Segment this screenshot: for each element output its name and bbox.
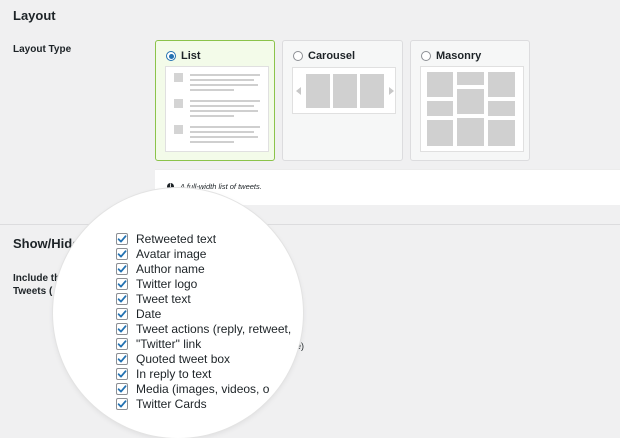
checkbox-label: Tweet actions (reply, retweet, (136, 322, 292, 336)
checkbox[interactable] (116, 398, 128, 410)
masonry-preview (420, 66, 524, 152)
checkbox-label: Tweet text (136, 292, 191, 306)
checkbox[interactable] (116, 263, 128, 275)
checkbox-label: "Twitter" link (136, 337, 202, 351)
carousel-option-label: Carousel (308, 50, 356, 62)
carousel-preview (292, 67, 396, 114)
checkbox-row[interactable]: Date (116, 307, 161, 321)
checkmark-icon (117, 249, 127, 259)
arrow-right-icon (389, 87, 394, 95)
layout-option-masonry[interactable]: Masonry (410, 40, 530, 161)
checkbox[interactable] (116, 278, 128, 290)
masonry-option-label: Masonry (436, 50, 482, 62)
checkbox-label: Date (136, 307, 162, 321)
checkbox[interactable] (116, 308, 128, 320)
checkbox[interactable] (116, 293, 128, 305)
checkbox-label: Media (images, videos, o (136, 382, 270, 396)
checkbox-row[interactable]: Quoted tweet box (116, 352, 230, 366)
checkbox[interactable] (116, 248, 128, 260)
info-icon: i (167, 183, 174, 190)
magnifier-overlay (53, 188, 303, 438)
checkmark-icon (117, 279, 127, 289)
layout-type-label: Layout Type (13, 44, 72, 55)
layout-description: i A full-width list of tweets. (155, 169, 620, 205)
layout-description-text: A full-width list of tweets. (180, 182, 262, 191)
checkbox-row[interactable]: Tweet actions (reply, retweet, (116, 322, 291, 336)
checkbox-row[interactable]: Twitter Cards (116, 397, 207, 411)
checkbox[interactable] (116, 233, 128, 245)
checkbox-label: Twitter Cards (136, 397, 207, 411)
checkmark-icon (117, 324, 127, 334)
checkbox-row[interactable]: Retweeted text (116, 232, 216, 246)
checkbox-row[interactable]: Media (images, videos, o (116, 382, 269, 396)
checkbox-row[interactable]: Tweet text (116, 292, 191, 306)
checkmark-icon (117, 384, 127, 394)
arrow-left-icon (296, 87, 301, 95)
checkmark-icon (117, 369, 127, 379)
carousel-radio[interactable] (293, 51, 303, 61)
checkmark-icon (117, 309, 127, 319)
checkbox-row[interactable]: Twitter logo (116, 277, 197, 291)
list-preview (165, 66, 269, 152)
checkbox[interactable] (116, 383, 128, 395)
checkbox-row[interactable]: In reply to text (116, 367, 211, 381)
checkbox-label: Avatar image (136, 247, 207, 261)
checkmark-icon (117, 399, 127, 409)
checkmark-icon (117, 339, 127, 349)
list-option-label: List (181, 50, 201, 62)
layout-option-carousel[interactable]: Carousel (282, 40, 403, 161)
checkmark-icon (117, 234, 127, 244)
checkbox[interactable] (116, 368, 128, 380)
checkbox-row[interactable]: Avatar image (116, 247, 206, 261)
partial-background-text: e) (296, 341, 305, 351)
checkbox[interactable] (116, 353, 128, 365)
checkbox-row[interactable]: "Twitter" link (116, 337, 201, 351)
include-label-line1: Include th (13, 273, 61, 284)
checkbox-label: Quoted tweet box (136, 352, 231, 366)
checkmark-icon (117, 264, 127, 274)
checkbox[interactable] (116, 338, 128, 350)
masonry-radio[interactable] (421, 51, 431, 61)
checkbox-row[interactable]: Author name (116, 262, 205, 276)
checkbox-label: In reply to text (136, 367, 212, 381)
layout-section-title: Layout (13, 8, 56, 23)
section-divider (0, 224, 620, 225)
showhide-section-title: Show/Hide (13, 236, 80, 251)
checkbox[interactable] (116, 323, 128, 335)
checkbox-label: Retweeted text (136, 232, 217, 246)
include-label-line2: Tweets ( (13, 286, 53, 297)
list-radio[interactable] (166, 51, 176, 61)
checkmark-icon (117, 354, 127, 364)
checkbox-label: Twitter logo (136, 277, 198, 291)
checkbox-label: Author name (136, 262, 205, 276)
checkmark-icon (117, 294, 127, 304)
layout-option-list[interactable]: List (155, 40, 275, 161)
